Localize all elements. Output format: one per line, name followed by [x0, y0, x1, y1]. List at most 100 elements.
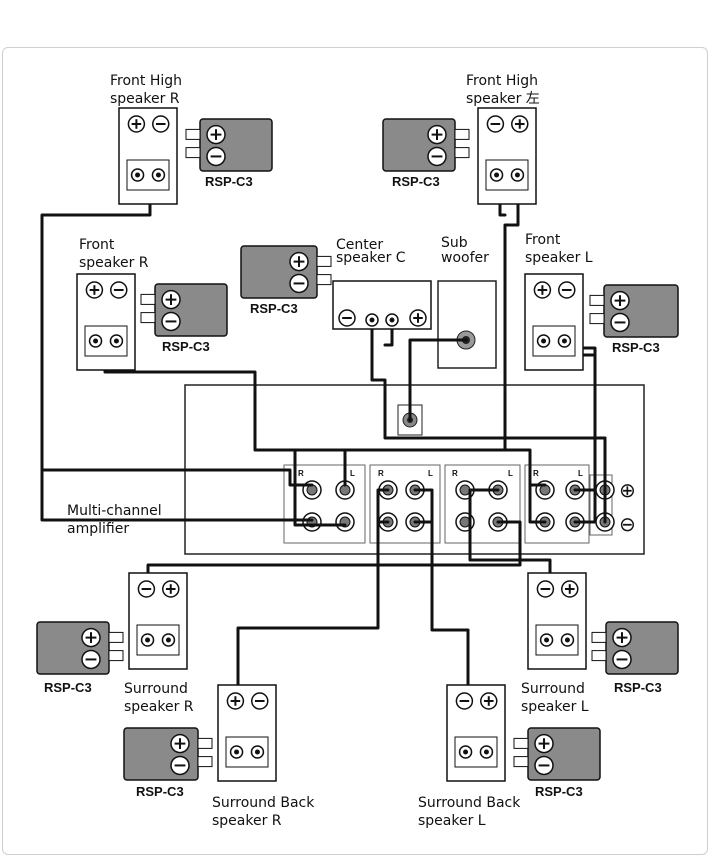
- amp-plus-sign: ⊕: [619, 478, 636, 502]
- rsp-center-plus: [289, 251, 309, 272]
- rsp-front-r-label: RSP-C3: [162, 339, 210, 354]
- label-surround-back-r-1: Surround Back: [212, 795, 315, 811]
- rsp-surround-back-l: RSP-C3: [513, 727, 601, 799]
- speaker-center-terminal-a: [365, 313, 379, 327]
- rsp-front-high-l-plus: [427, 124, 447, 145]
- rsp-surround-l-minus: [612, 649, 632, 670]
- speaker-front-high-l-terminal-a: [489, 168, 504, 182]
- speaker-surround-back-l-sign-a: [455, 692, 474, 710]
- label-front-high-l-1: Front High: [466, 73, 538, 89]
- rsp-surround-back-r-plus: [170, 733, 190, 754]
- rsp-surround-l-label: RSP-C3: [614, 680, 662, 695]
- speaker-surround-back-r-terminal-a: [229, 745, 244, 759]
- speaker-surround-l: [527, 572, 587, 670]
- label-amp-1: Multi-channel: [67, 503, 162, 519]
- rsp-surround-back-r: RSP-C3: [123, 727, 213, 799]
- speaker-front-high-l: [477, 107, 537, 205]
- amp-ch-r-2: R: [378, 469, 384, 478]
- speaker-center: [332, 280, 432, 330]
- label-surround-l-1: Surround: [521, 681, 585, 697]
- speaker-front-r-sign-b: [110, 281, 128, 299]
- amp-ch-r-3: R: [452, 469, 458, 478]
- rsp-surround-l-plus: [612, 627, 632, 648]
- speaker-front-l-sign-b: [558, 281, 576, 299]
- speaker-front-r-sign-a: [85, 281, 104, 299]
- amp-ch-l-3: L: [508, 469, 513, 478]
- speaker-surround-l-terminal-a: [539, 633, 554, 647]
- speaker-front-high-r-terminal-a: [130, 168, 145, 182]
- speaker-surround-r-sign-b: [162, 580, 180, 598]
- speaker-surround-back-l-terminal-a: [458, 745, 473, 759]
- subwoofer: [437, 280, 497, 369]
- label-center-1: Center: [336, 237, 383, 253]
- speaker-surround-back-l-sign-b: [480, 692, 498, 710]
- rsp-front-l-post-2: [589, 313, 605, 325]
- rsp-surround-r-post-1: [108, 631, 124, 643]
- speaker-surround-back-l-terminal-b: [479, 745, 494, 759]
- speaker-front-r-terminal-a: [88, 334, 103, 348]
- amp-jack-6-0: [535, 480, 555, 500]
- rsp-front-high-r-minus: [206, 146, 226, 167]
- speaker-surround-r-sign-a: [137, 580, 156, 598]
- label-front-r-2: speaker R: [79, 255, 149, 271]
- rsp-front-r-post-1: [140, 293, 156, 305]
- rsp-surround-back-r-post-1: [197, 737, 213, 749]
- diagram-frame: [2, 47, 708, 855]
- speaker-surround-back-l: [446, 684, 506, 782]
- label-sub-1: Sub: [441, 235, 468, 251]
- rsp-front-high-r-label: RSP-C3: [205, 174, 253, 189]
- rsp-surround-r: RSP-C3: [36, 621, 124, 695]
- label-surround-l-2: speaker L: [521, 699, 589, 715]
- label-surround-back-l-2: speaker L: [418, 813, 486, 829]
- rsp-surround-back-l-plus: [534, 733, 554, 754]
- label-sub-2: woofer: [441, 250, 489, 266]
- rsp-front-high-l-label: RSP-C3: [392, 174, 440, 189]
- speaker-center-terminal-b: [385, 313, 399, 327]
- rsp-front-r-minus: [161, 311, 181, 332]
- rsp-front-l-post-1: [589, 294, 605, 306]
- rsp-front-r-post-2: [140, 312, 156, 324]
- speaker-surround-back-r-sign-b: [251, 692, 269, 710]
- rsp-surround-r-label: RSP-C3: [44, 680, 92, 695]
- rsp-center-label: RSP-C3: [250, 301, 298, 316]
- rsp-center-minus: [289, 273, 309, 294]
- speaker-front-r-terminal-b: [109, 334, 124, 348]
- label-center-2: speaker C: [336, 250, 406, 266]
- speaker-front-l-terminal-b: [557, 334, 572, 348]
- speaker-front-l-terminal-a: [536, 334, 551, 348]
- speaker-surround-l-sign-a: [536, 580, 555, 598]
- label-front-high-l-2: speaker 左: [466, 91, 540, 107]
- amp-ch-l-4: L: [578, 469, 583, 478]
- rsp-front-l-plus: [610, 290, 630, 311]
- rsp-front-high-r-plus: [206, 124, 226, 145]
- rsp-surround-r-plus: [81, 627, 101, 648]
- rsp-center-post-1: [316, 255, 332, 267]
- rsp-front-l-label: RSP-C3: [612, 340, 660, 355]
- rsp-surround-r-minus: [81, 649, 101, 670]
- rsp-surround-back-l-post-2: [513, 756, 529, 768]
- rsp-center: RSP-C3: [240, 245, 332, 316]
- speaker-surround-r-terminal-b: [161, 633, 176, 647]
- label-amp-2: amplifier: [67, 521, 129, 537]
- label-surround-back-r-2: speaker R: [212, 813, 282, 829]
- amp-minus-sign: ⊖: [619, 512, 636, 536]
- speaker-surround-l-terminal-b: [560, 633, 575, 647]
- label-surround-r-2: speaker R: [124, 699, 194, 715]
- rsp-front-high-r-post-2: [185, 147, 201, 159]
- speaker-front-high-r: [118, 107, 178, 205]
- rsp-front-high-r: RSP-C3: [185, 118, 273, 189]
- amp-jack-0-1: [302, 512, 322, 532]
- speaker-center-minus: [338, 309, 356, 327]
- label-surround-r-1: Surround: [124, 681, 188, 697]
- label-front-high-r-2: speaker R: [110, 91, 180, 107]
- rsp-front-high-l-post-1: [454, 128, 470, 140]
- speaker-surround-back-r: [217, 684, 277, 782]
- label-front-high-r-1: Front High: [110, 73, 182, 89]
- rsp-front-r: RSP-C3: [140, 283, 228, 354]
- rsp-surround-back-l-post-1: [513, 737, 529, 749]
- rsp-front-high-l-post-2: [454, 147, 470, 159]
- rsp-front-l: RSP-C3: [589, 284, 679, 355]
- label-front-l-2: speaker L: [525, 250, 593, 266]
